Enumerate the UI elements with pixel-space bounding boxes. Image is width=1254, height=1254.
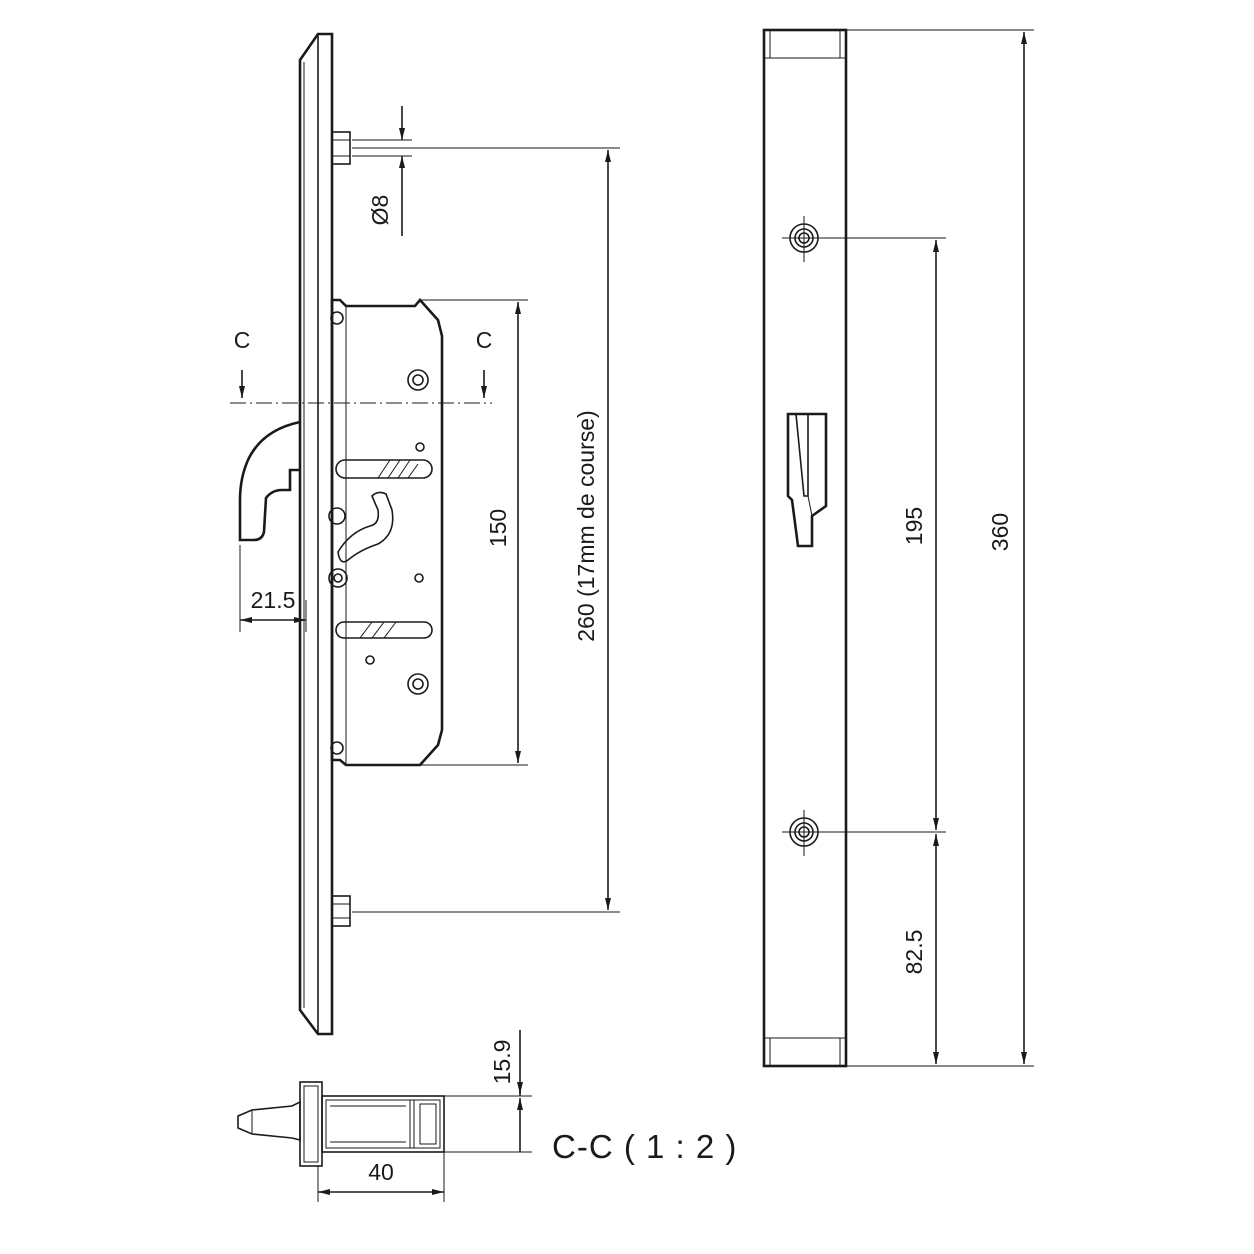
dim-hook-projection-label: 21.5 (251, 587, 296, 613)
dim-strike-hole-offset-label: 82.5 (901, 930, 927, 975)
section-line-cc: C C (230, 327, 493, 404)
hex-screw-lower (407, 673, 429, 695)
case-screw-top (330, 311, 344, 325)
strike-screw-top (782, 216, 826, 262)
dim-section-width-label: 40 (368, 1159, 394, 1185)
strike-keeper (786, 412, 828, 548)
dim-section-height-label: 15.9 (489, 1040, 515, 1085)
dim-strike-length: 360 (846, 29, 1034, 1067)
follower (328, 491, 394, 588)
dim-bolt-spacing-label: 260 (17mm de course) (573, 410, 599, 641)
dim-strike-length-label: 360 (987, 513, 1013, 551)
dim-pin-diameter: Ø8 (352, 106, 412, 236)
dim-section-height: 15.9 (444, 1030, 532, 1153)
dim-strike-hole-offset: 82.5 (846, 834, 946, 1067)
strike-plate (762, 28, 848, 1068)
lower-slot (335, 621, 433, 639)
dim-pin-diameter-label: Ø8 (367, 195, 393, 226)
top-pin (331, 131, 351, 165)
upper-slot (335, 459, 433, 479)
bottom-pin (331, 895, 351, 927)
dim-hook-projection: 21.5 (239, 545, 307, 632)
dim-strike-hole-spacing: 195 (818, 237, 946, 833)
strike-screw-bottom (782, 810, 826, 856)
section-marker-left: C (234, 327, 251, 353)
dim-case-height-label: 150 (485, 509, 511, 547)
section-marker-right: C (476, 327, 493, 353)
case-screw-bottom (330, 741, 344, 755)
dim-bolt-spacing: 260 (17mm de course) (352, 147, 620, 913)
hook-bolt (238, 420, 301, 542)
dim-strike-hole-spacing-label: 195 (901, 507, 927, 545)
section-view-cc (237, 1081, 445, 1167)
hex-screw-upper (407, 369, 429, 391)
lock-faceplate (298, 32, 334, 1036)
dim-section-width: 40 (317, 1152, 445, 1202)
section-caption: C-C ( 1 : 2 ) (552, 1128, 737, 1165)
dim-case-height: 150 (420, 299, 528, 766)
lock-case (328, 298, 444, 767)
